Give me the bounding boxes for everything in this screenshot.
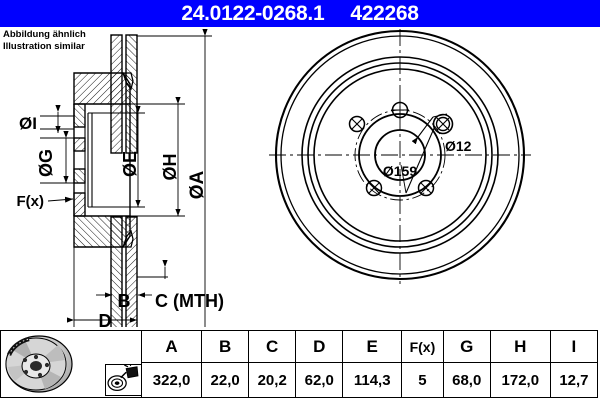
note-line-de: Abbildung ähnlich	[3, 29, 86, 40]
note-line-en: Illustration similar	[3, 40, 85, 52]
table-cell-value: 12,7	[549, 362, 599, 398]
table-cell-value: 322,0	[140, 362, 203, 398]
table-col-header: D	[295, 329, 344, 364]
friction-ring-circle-1	[301, 56, 499, 254]
illustration-note: Abbildung ähnlich Illustration similar	[3, 29, 163, 52]
technical-drawing-area: ØA ØH ØE	[0, 27, 600, 327]
part-number: 24.0122-0268.1	[181, 1, 325, 25]
disc-bell-bottom	[73, 215, 134, 248]
table-col-header: B	[201, 329, 250, 364]
friction-ring-circle-2	[307, 62, 493, 248]
table-cell-value: 62,0	[295, 362, 344, 398]
specification-table-wrapper: A B C D E F(x) G H I 322,0 22,0 20,2 62,…	[0, 329, 599, 398]
dim-leader-hole-dia	[411, 113, 448, 145]
dim-leader-bolt-circle	[400, 125, 436, 194]
front-view-group	[269, 29, 531, 284]
bolt-hole-lower-left	[365, 179, 383, 197]
friction-ring-circle-3	[313, 68, 487, 242]
table-cell-value: 114,3	[342, 362, 403, 398]
brake-disc-photo	[5, 335, 73, 393]
table-col-header: I	[549, 329, 599, 364]
table-col-header: F(x)	[401, 329, 444, 364]
table-col-header: E	[342, 329, 403, 364]
dim-label-A: ØA	[187, 170, 208, 199]
dim-label-Fx: F(x)	[17, 193, 45, 210]
dim-Fx	[47, 196, 74, 203]
bolt-hole-upper-right	[432, 113, 454, 135]
centre-bore-circle	[374, 129, 426, 181]
table-cell-value: 20,2	[248, 362, 297, 398]
table-value-row: 322,0 22,0 20,2 62,0 114,3 5 68,0 172,0 …	[1, 362, 599, 398]
table-cell-value: 22,0	[201, 362, 250, 398]
table-cell-value: 5	[401, 362, 444, 398]
dim-label-H: ØH	[160, 154, 180, 181]
dim-label-hole-dia: Ø12	[445, 138, 472, 154]
coating-spray-glyph	[107, 365, 139, 392]
table-header-row: A B C D E F(x) G H I	[0, 329, 599, 398]
table-cell-value: 68,0	[442, 362, 491, 398]
table-cell-value: 172,0	[489, 362, 551, 398]
dim-label-bolt-circle: Ø159	[383, 163, 417, 179]
bolt-hole-left	[348, 115, 366, 133]
dim-label-C: C (MTH)	[155, 291, 224, 311]
disc-bell-top	[73, 72, 134, 105]
table-col-header: C	[248, 329, 297, 364]
article-number: 422268	[350, 1, 419, 25]
dim-E	[92, 105, 145, 208]
coating-spray-icon	[105, 364, 142, 396]
dim-A	[137, 28, 212, 327]
cross-section-group: ØA ØH ØE	[17, 28, 224, 327]
disc-outer-circle-2	[280, 35, 520, 275]
dim-label-B: B	[118, 291, 131, 311]
disc-outer-circle	[274, 29, 526, 281]
dim-H	[130, 96, 185, 217]
dim-C	[137, 259, 168, 298]
table-col-header: H	[489, 329, 551, 364]
dim-D	[66, 247, 138, 327]
dim-B	[96, 277, 138, 315]
product-icons-cell	[0, 330, 142, 398]
specification-table: A B C D E F(x) G H I 322,0 22,0 20,2 62,…	[0, 329, 599, 398]
dim-label-D: D	[99, 311, 112, 327]
table-col-header: A	[140, 329, 203, 364]
dim-label-I: ØI	[19, 114, 37, 133]
header-bar: 24.0122-0268.1 422268	[0, 0, 600, 27]
dim-G	[40, 130, 74, 184]
dim-label-E: ØE	[120, 151, 140, 177]
hub-hat-wall	[73, 103, 86, 217]
drawing-svg: ØA ØH ØE	[17, 28, 531, 327]
bolt-hole-top	[391, 101, 409, 119]
table-col-header: G	[442, 329, 491, 364]
dim-label-G: ØG	[36, 149, 56, 177]
dim-I	[40, 104, 74, 133]
bolt-hole-lower-right	[417, 179, 435, 197]
